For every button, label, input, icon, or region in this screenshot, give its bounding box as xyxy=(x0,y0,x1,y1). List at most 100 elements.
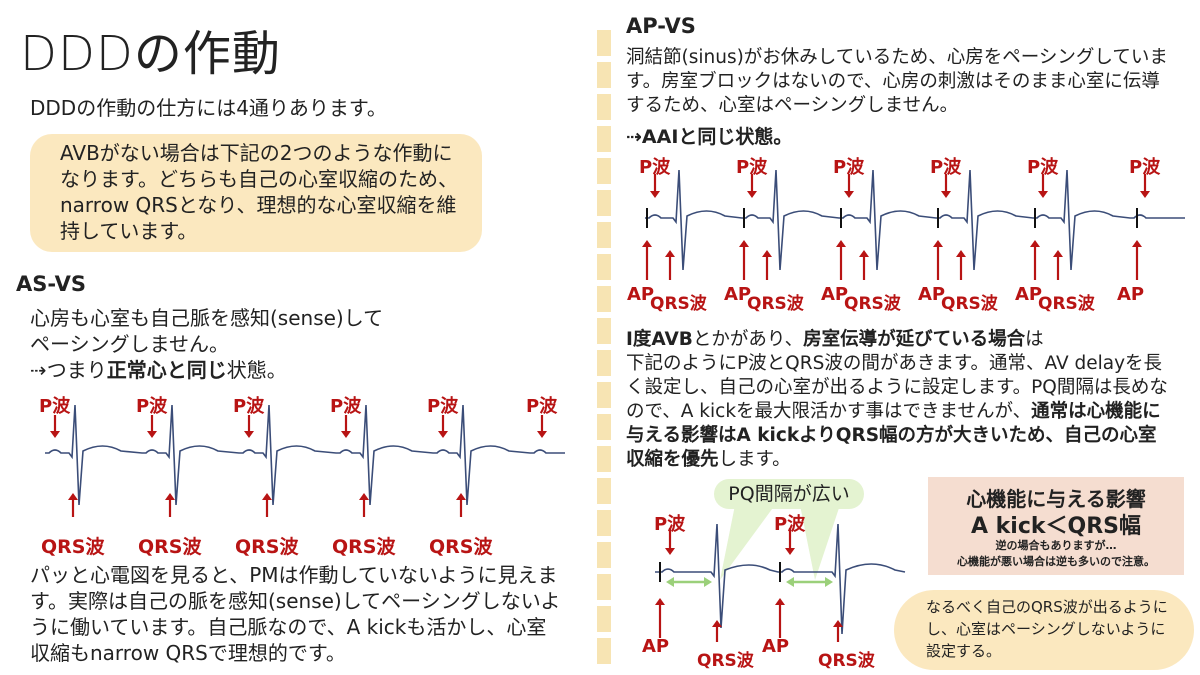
pq-interval-arrow-head-right xyxy=(825,577,833,587)
as-vs-desc-2: ペーシングしません。 xyxy=(30,332,229,356)
avb-ap-arrow-head xyxy=(655,598,665,605)
ap-vs-ap-arrow-head xyxy=(739,240,749,247)
avb-line-1-bold-1: Ⅰ度AVB xyxy=(626,329,693,350)
avb-ap-arrow-head xyxy=(775,598,785,605)
avb-ap-label: AP xyxy=(762,636,790,657)
as-vs-bottom-text: パッと心電図を見ると、PMは作動していないように見えます。実際は自己の脈を感知(… xyxy=(30,563,561,665)
as-vs-qrs-arrow-head xyxy=(262,493,272,500)
ap-vs-qrs-label: QRS波 xyxy=(941,294,998,314)
ap-vs-p-label: P波 xyxy=(833,157,865,178)
ap-vs-ap-arrow-head xyxy=(1132,240,1142,247)
page-title: DDDの作動 xyxy=(20,26,281,82)
ap-vs-ap-arrow-head xyxy=(1030,240,1040,247)
as-vs-desc-3-post: 状態。 xyxy=(226,358,287,382)
avb-body-text: 下記のようにP波とQRS波の間があきます。通常、AV delayを長く設定し、自… xyxy=(626,353,1168,422)
avb-ap-label: AP xyxy=(642,636,670,657)
as-vs-p-label: P波 xyxy=(136,396,168,417)
ap-vs-ecg-trace xyxy=(645,169,1185,271)
as-vs-p-arrow-head xyxy=(341,431,351,438)
ap-vs-qrs-label: QRS波 xyxy=(1038,294,1095,314)
as-vs-qrs-label: QRS波 xyxy=(332,536,396,558)
setting-note-text: なるべく自己のQRS波が出るようにし、心室はペーシングしないように設定する。 xyxy=(926,598,1168,660)
as-vs-p-arrow-head xyxy=(537,431,547,438)
ap-vs-qrs-arrow-head xyxy=(665,250,675,257)
as-vs-ecg-diagram xyxy=(45,404,565,517)
as-vs-p-arrow-head xyxy=(50,431,60,438)
avb-qrs-label: QRS波 xyxy=(697,651,754,671)
avb-qrs-arrow-head xyxy=(833,620,843,627)
pq-highlight-wedge-1 xyxy=(720,505,775,580)
ap-vs-p-arrow-head xyxy=(844,191,854,198)
ap-vs-ap-label: AP xyxy=(1117,284,1145,305)
ap-vs-qrs-arrow-head xyxy=(956,250,966,257)
ap-vs-qrs-arrow-head xyxy=(859,250,869,257)
avb-ecg-trace xyxy=(655,523,906,635)
ap-vs-qrs-arrow-head xyxy=(762,250,772,257)
ap-vs-p-label: P波 xyxy=(639,157,671,178)
ap-vs-qrs-arrow-head xyxy=(1053,250,1063,257)
avb-callout: AVBがない場合は下記の2つのような作動になります。どちらも自己の心室収縮のため… xyxy=(30,134,482,252)
avb-line-1: Ⅰ度AVBとかがあり、房室伝導が延びている場合は xyxy=(626,328,1044,352)
as-vs-qrs-arrow-head xyxy=(359,493,369,500)
ap-vs-p-arrow-head xyxy=(650,191,660,198)
as-vs-qrs-label: QRS波 xyxy=(429,536,493,558)
pq-interval-arrow-head-left xyxy=(666,577,674,587)
ap-vs-ap-arrow-head xyxy=(642,240,652,247)
ap-vs-ap-label: AP xyxy=(918,284,946,305)
ap-vs-p-label: P波 xyxy=(736,157,768,178)
impact-line-3: 逆の場合もありますが… xyxy=(995,539,1117,552)
as-vs-qrs-label: QRS波 xyxy=(235,536,299,558)
avb-line-1-mid: とかがあり、 xyxy=(692,329,804,350)
as-vs-p-arrow-head xyxy=(147,431,157,438)
impact-line-1: 心機能に与える影響 xyxy=(966,487,1146,511)
ap-vs-ap-label: AP xyxy=(1015,284,1043,305)
avb-p-label: P波 xyxy=(654,514,686,535)
avb-qrs-label: QRS波 xyxy=(818,651,875,671)
avb-ecg-diagram xyxy=(655,505,906,642)
as-vs-heading: AS-VS xyxy=(16,272,86,296)
as-vs-p-label: P波 xyxy=(427,396,459,417)
as-vs-qrs-label: QRS波 xyxy=(41,536,105,558)
pq-interval-arrow-head-right xyxy=(704,577,712,587)
ap-vs-p-arrow-head xyxy=(747,191,757,198)
ap-vs-qrs-label: QRS波 xyxy=(747,294,804,314)
ap-vs-p-label: P波 xyxy=(930,157,962,178)
as-vs-qrs-arrow-head xyxy=(165,493,175,500)
setting-note-bubble: なるべく自己のQRS波が出るようにし、心室はペーシングしないように設定する。 xyxy=(894,590,1194,670)
ap-vs-heading: AP-VS xyxy=(626,14,696,38)
avb-qrs-arrow-head xyxy=(712,620,722,627)
as-vs-ecg-trace xyxy=(45,404,565,506)
as-vs-qrs-arrow-head xyxy=(68,493,78,500)
avb-callout-text: AVBがない場合は下記の2つのような作動になります。どちらも自己の心室収縮のため… xyxy=(60,141,458,243)
avb-p-label: P波 xyxy=(774,514,806,535)
ap-vs-p-label: P波 xyxy=(1129,157,1161,178)
as-vs-desc-3-pre: ⇢つまり xyxy=(30,358,107,382)
ap-vs-ap-arrow-head xyxy=(933,240,943,247)
as-vs-desc-3-bold: 正常心と同じ xyxy=(106,358,227,382)
impact-line-2: A kick＜QRS幅 xyxy=(970,514,1142,539)
ap-vs-p-arrow-head xyxy=(1140,191,1150,198)
as-vs-p-arrow-head xyxy=(244,431,254,438)
intro-text: DDDの作動の仕方には4通りあります。 xyxy=(30,96,387,120)
ap-vs-conclusion: ⇢AAIと同じ状態。 xyxy=(626,126,793,148)
ap-vs-ap-label: AP xyxy=(724,284,752,305)
as-vs-p-label: P波 xyxy=(526,396,558,417)
pq-interval-pill: PQ間隔が広い xyxy=(714,479,864,509)
avb-body: 下記のようにP波とQRS波の間があきます。通常、AV delayを長く設定し、自… xyxy=(626,352,1174,472)
as-vs-desc-1: 心房も心室も自己脈を感知(sense)して xyxy=(30,306,384,330)
avb-line-1-bold-2: 房室伝導が延びている場合 xyxy=(803,329,1026,350)
avb-p-arrow-head xyxy=(785,548,795,555)
column-separator xyxy=(597,30,611,670)
ap-vs-ap-arrow-head xyxy=(836,240,846,247)
impact-line-4: 心機能が悪い場合は逆も多いので注意。 xyxy=(957,555,1155,568)
ap-vs-desc: 洞結節(sinus)がお休みしているため、心房をペーシングしています。房室ブロッ… xyxy=(626,47,1168,116)
as-vs-desc-3: ⇢つまり正常心と同じ状態。 xyxy=(30,358,287,383)
ap-vs-ecg-diagram xyxy=(642,169,1185,280)
ap-vs-p-arrow-head xyxy=(941,191,951,198)
ap-vs-qrs-label: QRS波 xyxy=(844,294,901,314)
avb-body-bold: 通常は心機能に与える影響はA kickよりQRS幅の方が大きいため、自己の心室収… xyxy=(626,401,1161,470)
ap-vs-p-arrow-head xyxy=(1038,191,1048,198)
ap-vs-ap-label: AP xyxy=(821,284,849,305)
ap-vs-qrs-label: QRS波 xyxy=(650,294,707,314)
pq-interval-arrow-head-left xyxy=(786,577,794,587)
